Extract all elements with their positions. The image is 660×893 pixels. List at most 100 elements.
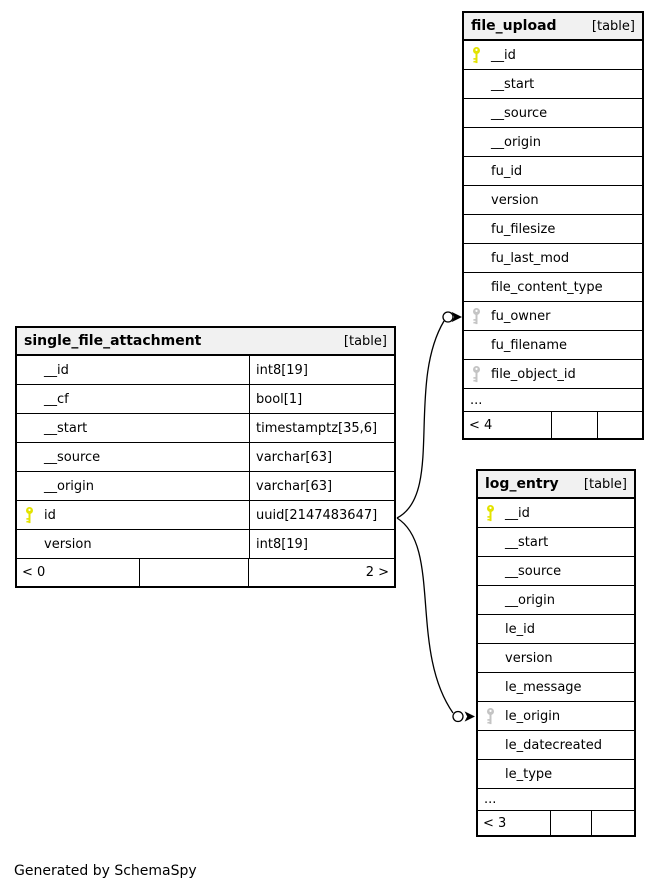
edge-arrow-icon xyxy=(451,311,462,323)
column-type: bool[1] xyxy=(249,385,394,413)
column-row[interactable]: le_origin xyxy=(478,702,634,731)
key-slot xyxy=(471,76,482,93)
primary-key-icon xyxy=(471,47,482,64)
footer-row: < 0 2 > xyxy=(17,559,394,586)
column-name: id xyxy=(44,507,56,523)
primary-key-icon xyxy=(24,507,35,524)
foreign-key-icon xyxy=(485,708,496,725)
key-slot xyxy=(471,221,482,238)
column-row[interactable]: le_id xyxy=(478,615,634,644)
column-row[interactable]: fu_id xyxy=(464,157,642,186)
key-slot xyxy=(24,449,35,466)
footer-parents-count: 2 > xyxy=(365,565,389,580)
column-name: version xyxy=(44,536,92,552)
key-slot xyxy=(485,679,496,696)
table-title[interactable]: file_upload xyxy=(471,18,557,34)
column-row[interactable]: __id xyxy=(478,499,634,528)
column-name: file_object_id xyxy=(491,366,576,382)
column-row[interactable]: __origin varchar[63] xyxy=(17,472,394,501)
key-slot xyxy=(24,420,35,437)
column-row[interactable]: version xyxy=(464,186,642,215)
column-row[interactable]: fu_filesize xyxy=(464,215,642,244)
column-name: __origin xyxy=(44,478,95,494)
column-name: __cf xyxy=(44,391,69,407)
column-row[interactable]: __origin xyxy=(464,128,642,157)
key-slot xyxy=(24,362,35,379)
column-row[interactable]: le_datecreated xyxy=(478,731,634,760)
column-row[interactable]: fu_last_mod xyxy=(464,244,642,273)
key-slot xyxy=(485,592,496,609)
column-name: le_id xyxy=(505,621,535,637)
column-name: __start xyxy=(44,420,88,436)
column-row[interactable]: fu_owner xyxy=(464,302,642,331)
edge-id-to-fu-owner xyxy=(396,320,445,519)
column-row[interactable]: file_content_type xyxy=(464,273,642,302)
column-name: __id xyxy=(505,505,530,521)
column-row[interactable]: __id xyxy=(464,41,642,70)
column-row[interactable]: __origin xyxy=(478,586,634,615)
key-slot xyxy=(24,391,35,408)
key-slot xyxy=(471,134,482,151)
column-row[interactable]: __cf bool[1] xyxy=(17,385,394,414)
table-header: single_file_attachment [table] xyxy=(17,328,394,356)
column-row[interactable]: __source xyxy=(478,557,634,586)
primary-key-icon xyxy=(485,505,496,522)
footer-children-count: < 3 xyxy=(478,811,551,835)
column-name: __id xyxy=(491,47,516,63)
column-row[interactable]: __source xyxy=(464,99,642,128)
key-slot xyxy=(485,766,496,783)
table-title[interactable]: log_entry xyxy=(485,476,559,492)
key-slot xyxy=(471,192,482,209)
ellipsis-row: ... xyxy=(464,389,642,412)
generator-note: Generated by SchemaSpy xyxy=(14,863,197,879)
key-slot xyxy=(471,163,482,180)
footer-parents-count xyxy=(598,412,642,438)
column-name: fu_filesize xyxy=(491,221,556,237)
column-row[interactable]: le_message xyxy=(478,673,634,702)
edge-arrow-icon xyxy=(464,711,475,722)
table-header: file_upload [table] xyxy=(464,13,642,41)
column-name: version xyxy=(505,650,553,666)
column-row[interactable]: file_object_id xyxy=(464,360,642,389)
column-type: int8[19] xyxy=(249,530,394,558)
column-name: __origin xyxy=(505,592,556,608)
column-row[interactable]: fu_filename xyxy=(464,331,642,360)
column-name: fu_owner xyxy=(491,308,551,324)
column-name: fu_id xyxy=(491,163,523,179)
key-slot xyxy=(485,621,496,638)
column-type: varchar[63] xyxy=(249,443,394,471)
column-row[interactable]: __start xyxy=(478,528,634,557)
ellipsis-row: ... xyxy=(478,789,634,811)
foreign-key-icon xyxy=(471,308,482,325)
footer-children-count: < 0 xyxy=(17,559,140,586)
footer-children-count: < 4 xyxy=(464,412,552,438)
key-slot xyxy=(471,279,482,296)
edge-circle-marker xyxy=(452,710,464,723)
column-row[interactable]: version xyxy=(478,644,634,673)
table-badge: [table] xyxy=(591,18,635,34)
column-name: fu_last_mod xyxy=(491,250,570,266)
key-slot xyxy=(471,250,482,267)
column-type: varchar[63] xyxy=(249,472,394,500)
footer-spacer-cell xyxy=(551,811,592,835)
table-badge: [table] xyxy=(583,476,627,492)
column-name: le_message xyxy=(505,679,582,695)
column-row[interactable]: __start xyxy=(464,70,642,99)
table-title[interactable]: single_file_attachment xyxy=(24,333,202,349)
edge-id-to-le-origin xyxy=(396,517,454,714)
table-card-log-entry: log_entry [table] __id __start __source __o… xyxy=(476,469,636,837)
column-row[interactable]: le_type xyxy=(478,760,634,789)
footer-row: < 4 xyxy=(464,412,642,438)
column-name: le_datecreated xyxy=(505,737,602,753)
footer-spacer-cell xyxy=(140,559,249,586)
column-name: __source xyxy=(505,563,562,579)
column-row[interactable]: version int8[19] xyxy=(17,530,394,559)
column-type: int8[19] xyxy=(249,356,394,384)
